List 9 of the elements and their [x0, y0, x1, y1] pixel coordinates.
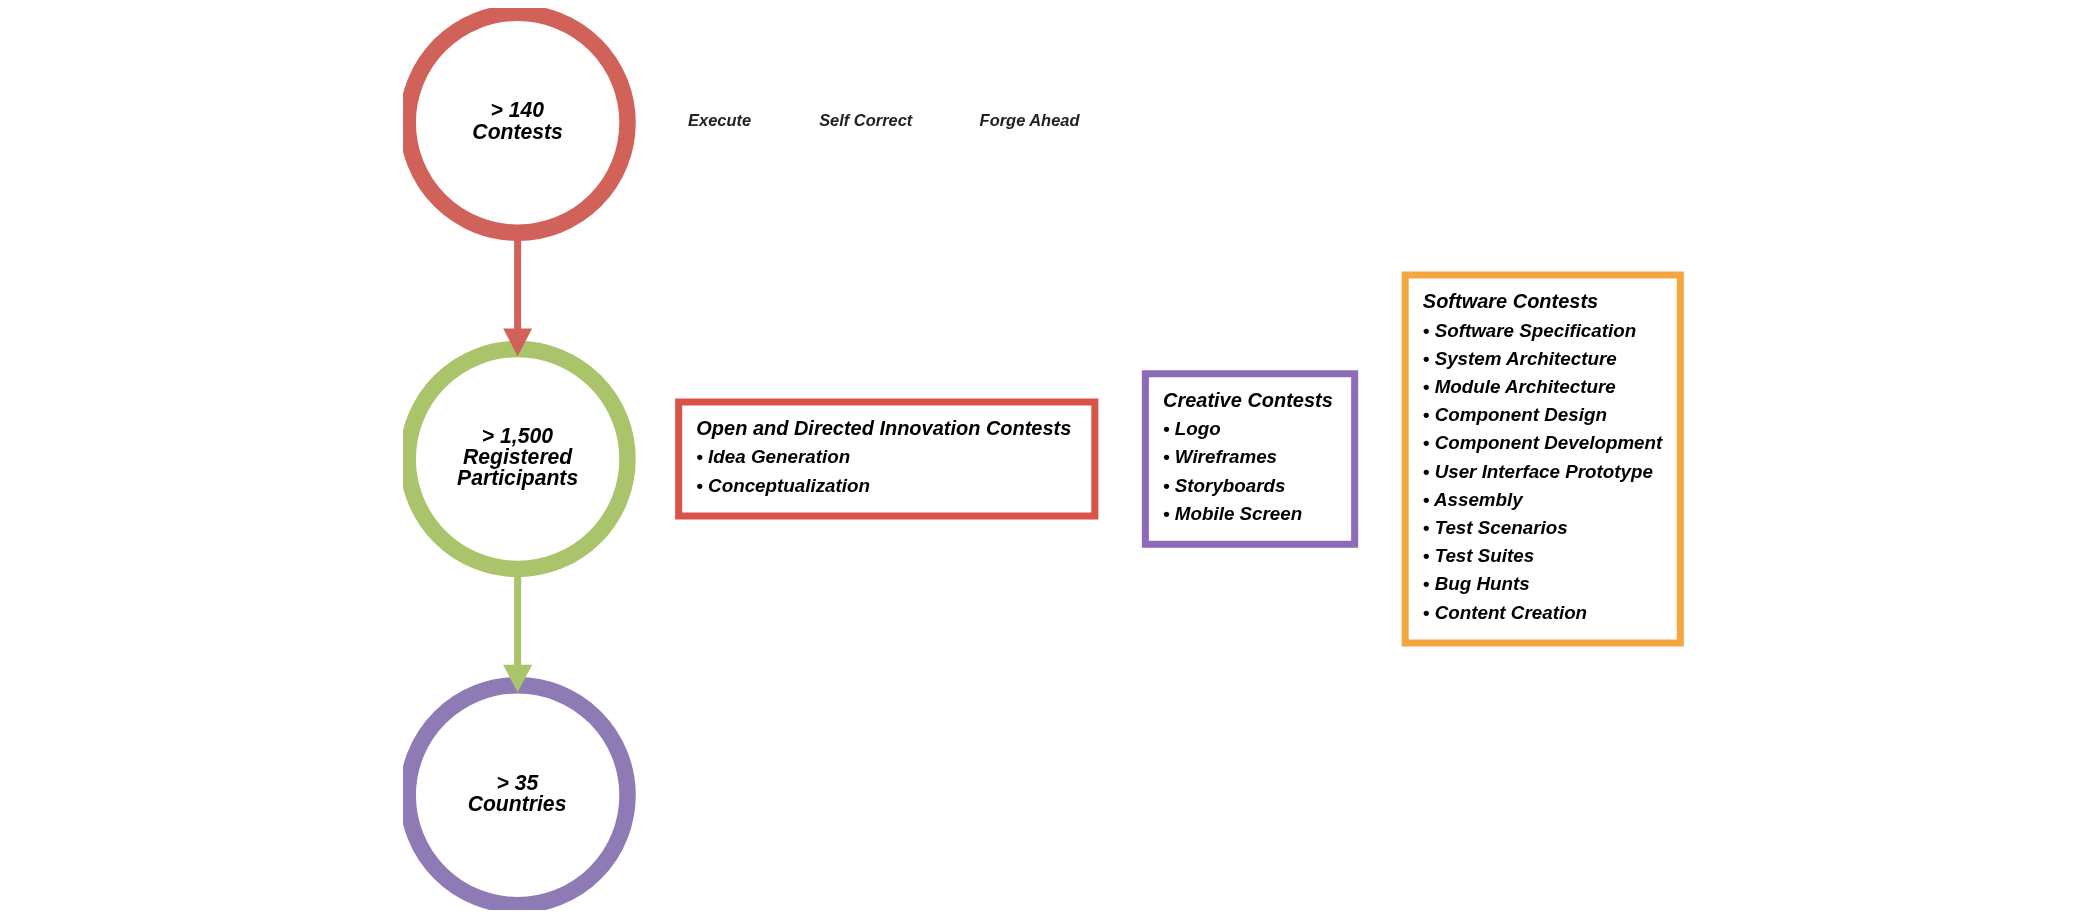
label: Execute — [688, 110, 752, 129]
label: Forge Ahead — [979, 110, 1080, 129]
node-box: Software Contests • Software Specification • System Architecture • Module Architecture • Component Design • Component Development • User Interface Prototype • Assembly • Test Scenarios • Test Suites • Bug Hunts • Content Creation — [1401, 271, 1684, 647]
node-circle: > 1,500 Registered Participants — [403, 340, 636, 578]
node-circle: > 35 Countries — [403, 677, 636, 910]
node-circle: > 140 Contests — [403, 8, 636, 241]
label: Self Correct — [819, 110, 913, 129]
node-box: Open and Directed Innovation Contests • Idea Generation • Conceptualization — [675, 398, 1099, 520]
node-box: Creative Contests • Logo • Wireframes • Storyboards • Mobile Screen — [1141, 370, 1359, 548]
